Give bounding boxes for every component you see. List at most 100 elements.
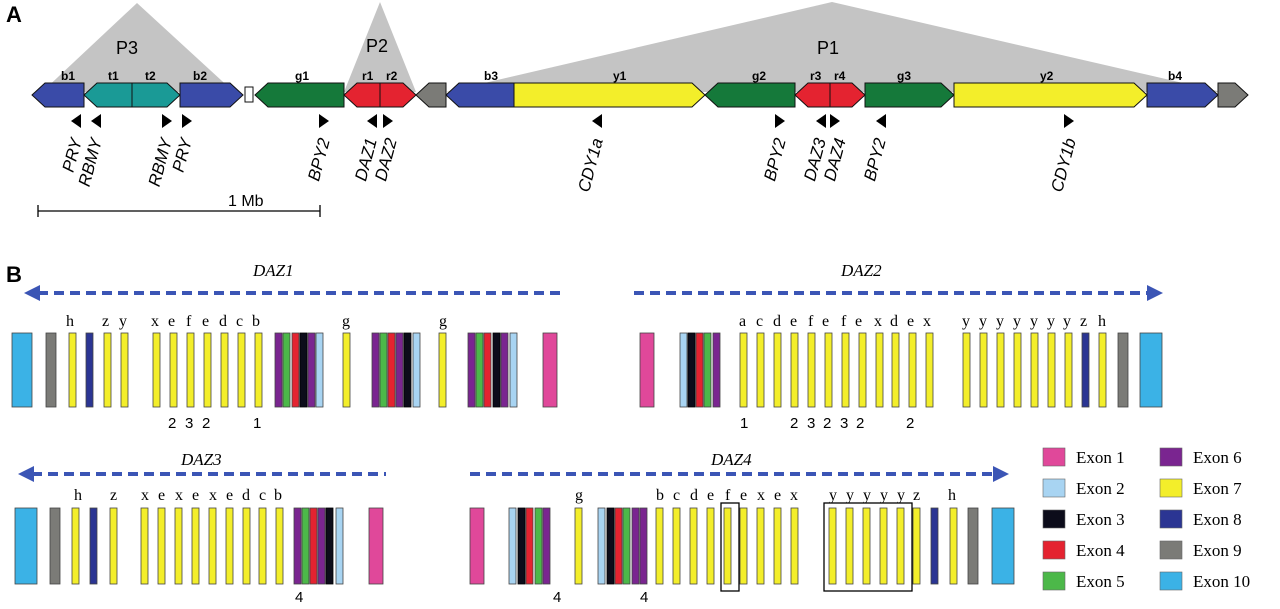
daz2-exon-7 [858,332,867,408]
palindrome-p1-arm [446,2,1222,92]
daz3-exon-7 [71,507,80,585]
daz2-letter: y [1030,313,1038,330]
daz4-exon-7 [773,507,782,585]
daz1-letters: h z y x e f e d c b g g [66,313,447,330]
daz1-exon-6 [500,332,509,408]
exon-bars [11,332,1163,585]
daz2-letter: e [855,313,862,330]
legend-swatch [1159,540,1183,560]
daz1-exon-7 [103,332,112,408]
direction-line-daz4 [470,466,1009,482]
segment-b4 [1146,82,1219,108]
daz4-exon-5 [622,507,631,585]
daz3-exon-7 [275,507,284,585]
daz3-letter: z [110,487,117,504]
segment-label-y2: y2 [1040,69,1054,83]
daz1-exon-7 [438,332,447,408]
daz1-exon-7 [220,332,229,408]
palindrome-p3-arm [42,3,234,92]
daz4-exon-7 [949,507,958,585]
daz2-number: 1 [740,415,748,432]
daz4-highlight-f [720,502,740,592]
daz2-number: 3 [807,415,815,432]
palindrome-label-p3: P3 [116,38,138,58]
daz3-letter: b [274,487,282,504]
daz3-letter: x [209,487,217,504]
daz2-exon-7 [1030,332,1039,408]
daz3-exon-9 [49,507,61,585]
gene-marker-pry-2 [182,114,192,128]
daz3-exon-7 [242,507,251,585]
legend-label: Exon 4 [1076,541,1125,560]
segment-label-g3: g3 [897,69,911,83]
daz4-letter: c [673,487,680,504]
daz3-letter: e [192,487,199,504]
gene-marker-bpy2-3 [876,114,886,128]
daz2-exon-7 [1098,332,1107,408]
daz2-exon-4 [695,332,704,408]
gene-marker-pry-1 [71,114,81,128]
daz3-exon-5 [301,507,310,585]
daz4-exon-7 [655,507,664,585]
daz4-exon-7 [879,507,888,585]
gene-label-cdy1a: CDY1a [574,136,607,194]
daz2-letter: y [996,313,1004,330]
segment-label-r3: r3 [810,69,822,83]
daz2-number: 2 [856,415,864,432]
daz4-letter: y [880,487,888,504]
gene-marker-daz3 [816,114,826,128]
daz3-letter: h [74,487,82,504]
legend-label: Exon 2 [1076,479,1125,498]
daz2-letter: e [822,313,829,330]
daz2-exon-7 [773,332,782,408]
daz1-exon-7 [120,332,129,408]
daz1-exon-3 [299,332,308,408]
daz3-letters: h z x e x e x e d c b [74,487,282,504]
daz3-letter: e [226,487,233,504]
daz3-number: 4 [295,589,303,606]
daz2-letter: f [841,313,847,330]
daz4-exon-7 [689,507,698,585]
daz4-letter: y [846,487,854,504]
daz1-exon-5 [379,332,388,408]
daz4-letter: e [707,487,714,504]
daz1-exon-7 [152,332,161,408]
segment-b2 [179,82,244,108]
daz4-letter: h [948,487,956,504]
daz4-exon-6 [639,507,648,585]
daz2-letter: f [808,313,814,330]
daz1-letter: x [151,313,159,330]
daz2-numbers: 1 2 3 2 3 2 2 [740,415,914,432]
daz4-letter: d [690,487,698,504]
daz1-letter: z [102,313,109,330]
daz4-exon-6 [542,507,551,585]
daz1-exon-3 [403,332,412,408]
segment-t2 [131,82,181,108]
segment-label-g1: g1 [295,69,309,83]
daz4-exon-7 [706,507,715,585]
palindrome-label-p2: P2 [366,36,388,56]
daz2-letter: e [907,313,914,330]
daz3-exon-8 [89,507,98,585]
segment-label-b2: b2 [193,69,207,83]
daz1-exon-2 [509,332,518,408]
daz3-exon-7 [258,507,267,585]
daz4-exon-7 [723,507,732,585]
daz3-exon-4 [309,507,318,585]
daz2-letter: y [1047,313,1055,330]
daz4-exon-5 [534,507,543,585]
segment-grey-1 [415,82,447,108]
daz3-exon-7 [174,507,183,585]
daz1-exon-4 [387,332,396,408]
daz2-letter: e [790,313,797,330]
daz1-exon-5 [282,332,291,408]
daz4-letter: b [656,487,664,504]
panel-label-b: B [6,262,22,287]
daz2-letter: d [890,313,898,330]
daz1-letter: f [186,313,192,330]
segment-label-t2: t2 [145,69,156,83]
daz4-number: 4 [640,589,648,606]
daz1-exon-8 [85,332,94,408]
daz1-exon-9 [45,332,57,408]
